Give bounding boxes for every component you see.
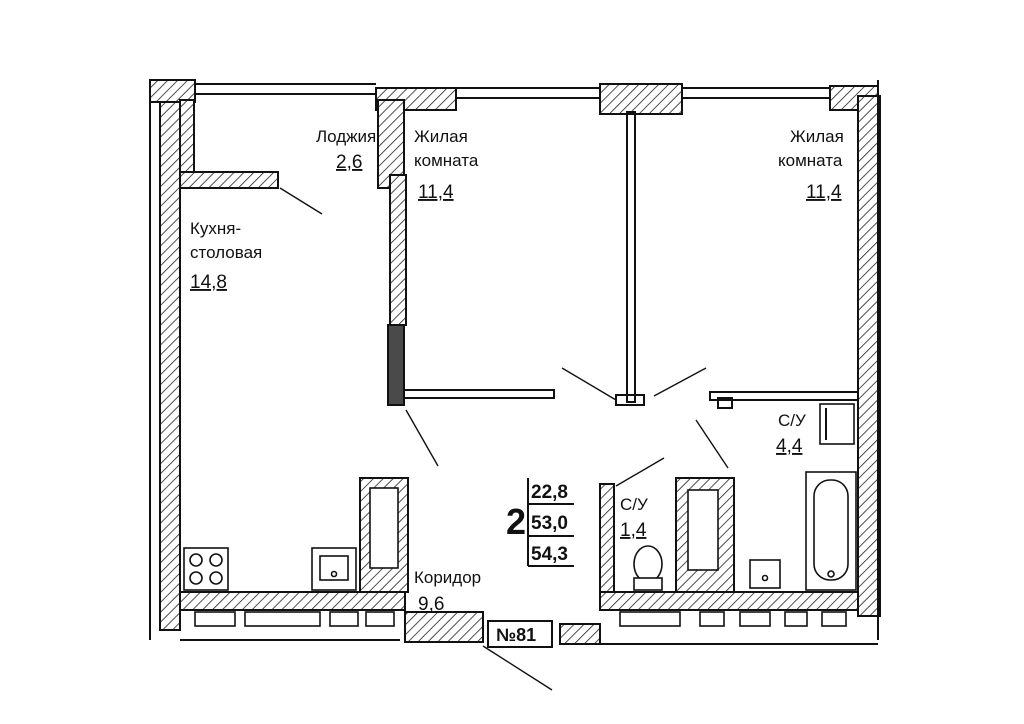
room-name: Лоджия	[316, 127, 376, 146]
towel-rail-icon	[819, 403, 855, 445]
room-living-1: Жилая комната 11,4	[414, 127, 479, 203]
doors	[279, 187, 729, 691]
apartment-number-badge: №81	[487, 620, 553, 648]
room-bathroom-2: С/У 1,4	[620, 495, 648, 541]
room-kitchen: Кухня- столовая 14,8	[190, 219, 262, 293]
room-name-line1: Жилая	[790, 127, 844, 146]
room-corridor: Коридор 9,6	[414, 568, 481, 615]
room-name-line2: комната	[778, 151, 843, 170]
room-area: 11,4	[418, 182, 454, 203]
room-area: 9,6	[418, 594, 444, 615]
room-bathroom-1: С/У 4,4	[776, 411, 806, 457]
room-area: 1,4	[620, 520, 647, 541]
room-loggia: Лоджия 2,6	[316, 127, 376, 173]
room-area: 11,4	[806, 182, 842, 203]
room-area: 4,4	[776, 436, 803, 457]
room-name-line1: Жилая	[414, 127, 468, 146]
room-name: Коридор	[414, 568, 481, 587]
interior-walls	[179, 99, 859, 627]
apartment-number: №81	[496, 625, 536, 645]
washbasin-icon	[749, 559, 781, 589]
rooms-count: 2	[506, 501, 526, 542]
bathtub-icon	[805, 471, 857, 591]
living-area: 22,8	[531, 482, 568, 503]
room-living-2: Жилая комната 11,4	[778, 127, 844, 203]
outer-walls	[149, 79, 881, 645]
room-name: С/У	[778, 411, 806, 430]
room-name: С/У	[620, 495, 648, 514]
kitchen-sink-icon	[311, 547, 357, 591]
toilet-icon	[633, 545, 663, 591]
room-name-line1: Кухня-	[190, 219, 241, 238]
room-name-line2: столовая	[190, 243, 262, 262]
stove-icon	[183, 547, 229, 591]
room-area: 2,6	[336, 152, 362, 173]
fixtures	[183, 403, 857, 591]
area-summary: 2 22,8 53,0 54,3	[506, 478, 574, 567]
room-area: 14,8	[190, 272, 227, 293]
total-area: 53,0	[531, 513, 568, 534]
room-name-line2: комната	[414, 151, 479, 170]
total-area-with-loggia: 54,3	[531, 544, 568, 565]
